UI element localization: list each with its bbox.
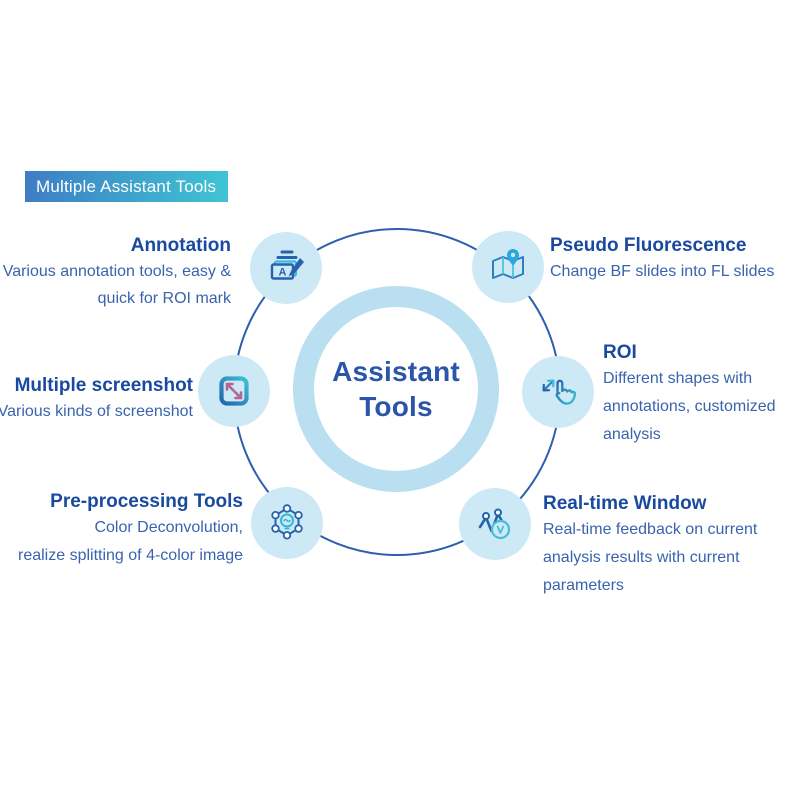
tool-title: Pre-processing Tools <box>50 491 243 512</box>
tool-title: Annotation <box>130 235 231 256</box>
tool-block-pre-processing: Pre-processing Tools Color Deconvolution… <box>18 489 243 570</box>
tool-title: Pseudo Fluorescence <box>550 235 747 256</box>
section-badge: Multiple Assistant Tools <box>25 171 229 202</box>
tool-description-line: Real-time feedback on current <box>543 521 758 538</box>
tool-block-pseudo-fluorescence: Pseudo Fluorescence Change BF slides int… <box>550 233 774 285</box>
tool-description-line: parameters <box>543 577 624 594</box>
screenshot-expand-icon <box>211 368 257 414</box>
tool-description-line: Change BF slides into FL slides <box>550 263 775 280</box>
tool-node-pseudo-fluorescence <box>472 231 544 303</box>
tool-description-line: analysis results with current <box>543 549 740 566</box>
tool-description-line: Various annotation tools, easy & <box>2 263 231 280</box>
hexagon-bulb-icon <box>264 500 310 546</box>
center-title-line1: Assistant <box>332 356 460 387</box>
tool-description-line: analysis <box>603 426 661 443</box>
tool-block-roi: ROI Different shapes with annotations, c… <box>603 340 776 449</box>
tool-title: ROI <box>603 342 637 363</box>
tool-title: Real-time Window <box>543 493 707 514</box>
realtime-chart-icon <box>472 501 518 547</box>
tool-description-line: annotations, customized <box>603 398 776 415</box>
tool-description-line: Different shapes with <box>603 370 753 387</box>
tool-description-line: quick for ROI mark <box>97 290 231 307</box>
tool-block-multiple-screenshot: Multiple screenshot Various kinds of scr… <box>0 373 193 425</box>
tool-block-annotation: Annotation Various annotation tools, eas… <box>3 233 231 312</box>
tool-block-real-time-window: Real-time Window Real-time feedback on c… <box>543 491 757 600</box>
tool-node-annotation: A <box>250 232 322 304</box>
tool-description-line: Various kinds of screenshot <box>0 403 193 420</box>
center-title-line2: Tools <box>359 391 433 422</box>
tool-node-multiple-screenshot <box>198 355 270 427</box>
svg-text:A: A <box>279 267 287 279</box>
tool-node-roi <box>522 356 594 428</box>
center-circle: Assistant Tools <box>293 286 499 492</box>
map-pin-icon <box>485 244 531 290</box>
tool-node-real-time-window <box>459 488 531 560</box>
tool-title: Multiple screenshot <box>14 375 193 396</box>
tool-description-line: realize splitting of 4-color image <box>18 547 243 564</box>
tool-node-pre-processing <box>251 487 323 559</box>
tool-description-line: Color Deconvolution, <box>94 519 243 536</box>
hand-select-icon <box>535 369 581 415</box>
annotation-icon: A <box>263 245 309 291</box>
